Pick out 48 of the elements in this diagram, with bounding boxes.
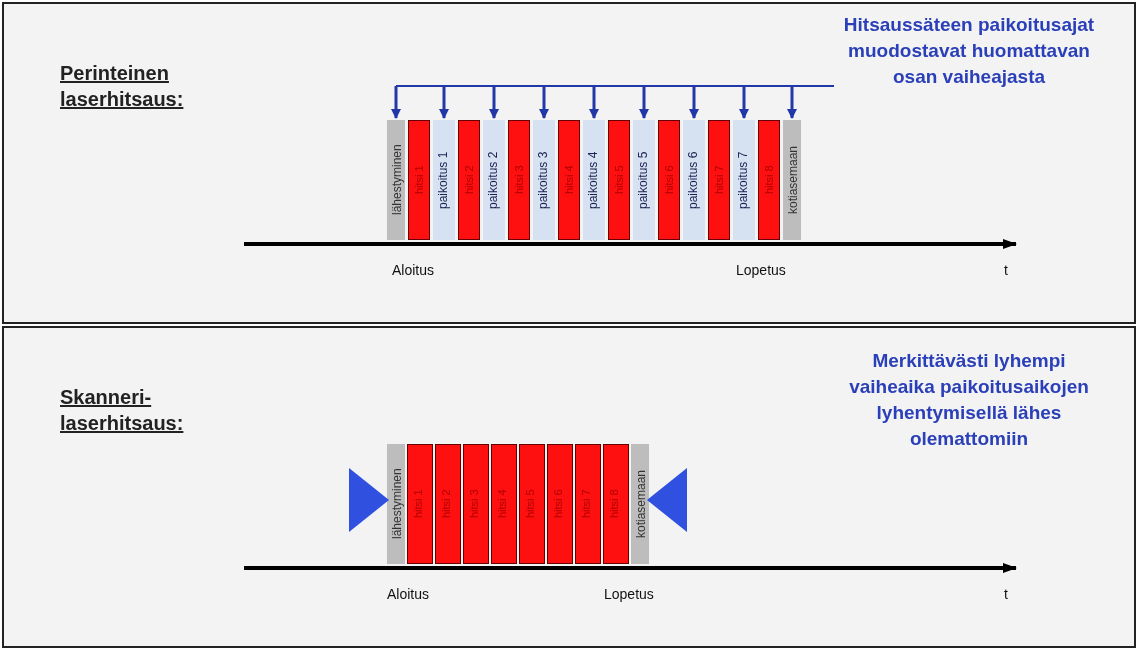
axis-label: Lopetus xyxy=(604,586,654,602)
weld-block: hitsi 3 xyxy=(463,444,489,564)
weld-block: hitsi 8 xyxy=(758,120,780,240)
weld-block: hitsi 2 xyxy=(435,444,461,564)
weld-block: hitsi 4 xyxy=(558,120,580,240)
arrow xyxy=(539,86,549,119)
section-heading: Perinteinen laserhitsaus: xyxy=(60,61,185,112)
section-heading: Skanneri- laserhitsaus: xyxy=(60,385,185,436)
weld-block: hitsi 6 xyxy=(547,444,573,564)
positioning-block: paikoitus 4 xyxy=(583,120,605,240)
arrow xyxy=(739,86,749,119)
arrow xyxy=(639,86,649,119)
weld-block: hitsi 7 xyxy=(708,120,730,240)
note-text: Merkittävästi lyhempi vaiheaika paikoitusaikojen lyhentymisellä lähes olemattomiin xyxy=(848,349,1090,451)
positioning-block: paikoitus 7 xyxy=(733,120,755,240)
panel xyxy=(2,2,1136,324)
positioning-block: paikoitus 3 xyxy=(533,120,555,240)
positioning-block: paikoitus 1 xyxy=(433,120,455,240)
weld-block: hitsi 5 xyxy=(519,444,545,564)
weld-block: hitsi 3 xyxy=(508,120,530,240)
weld-block: hitsi 1 xyxy=(407,444,433,564)
weld-block: hitsi 2 xyxy=(458,120,480,240)
panel xyxy=(2,326,1136,648)
arrow xyxy=(489,86,499,119)
arrow xyxy=(589,86,599,119)
arrow xyxy=(391,86,401,119)
axis-label: t xyxy=(1004,262,1008,278)
weld-block: hitsi 6 xyxy=(658,120,680,240)
axis-label: Aloitus xyxy=(392,262,435,278)
weld-block: hitsi 8 xyxy=(603,444,629,564)
positioning-block: paikoitus 2 xyxy=(483,120,505,240)
arrow xyxy=(689,86,699,119)
weld-block: hitsi 7 xyxy=(575,444,601,564)
arrow xyxy=(439,86,449,119)
weld-block: hitsi 1 xyxy=(408,120,430,240)
phase-block: lähestyminen xyxy=(387,120,405,240)
arrow xyxy=(787,86,797,119)
note-text: Hitsaussäteen paikoitusajat muodostavat huomattavan osan vaiheajasta xyxy=(842,13,1096,89)
axis-label: Lopetus xyxy=(736,262,786,278)
phase-block: kotiasemaan xyxy=(631,444,649,564)
weld-block: hitsi 5 xyxy=(608,120,630,240)
positioning-block: paikoitus 5 xyxy=(633,120,655,240)
positioning-block: paikoitus 6 xyxy=(683,120,705,240)
phase-block: kotiasemaan xyxy=(783,120,801,240)
axis-label: Aloitus xyxy=(387,586,430,602)
axis-label: t xyxy=(1004,586,1008,602)
weld-block: hitsi 4 xyxy=(491,444,517,564)
phase-block: lähestyminen xyxy=(387,444,405,564)
